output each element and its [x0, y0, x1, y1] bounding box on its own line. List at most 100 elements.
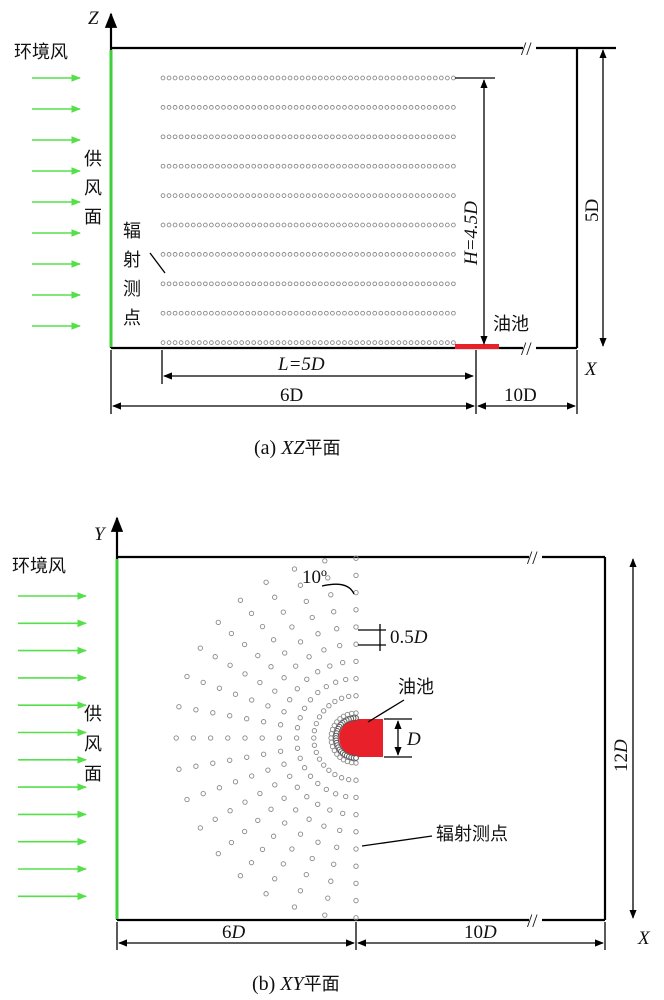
radiation-point — [313, 720, 319, 727]
radiation-point — [248, 610, 255, 617]
break-mark-top: // — [527, 548, 538, 569]
radiation-point — [330, 75, 335, 81]
radiation-point — [451, 105, 456, 110]
radiation-point — [330, 281, 335, 287]
break-mark-bottom: // — [527, 911, 538, 932]
radiation-point — [402, 134, 408, 140]
radiation-point — [251, 105, 257, 110]
radiation-point — [384, 281, 390, 287]
radiation-point — [366, 193, 372, 198]
radiation-point — [251, 252, 257, 257]
radiation-point — [277, 722, 284, 728]
axis-z-label: Z — [88, 8, 99, 29]
radiation-point — [287, 340, 293, 345]
radiation-point — [372, 75, 378, 81]
radiation-point — [451, 163, 456, 169]
radiation-point — [227, 662, 233, 668]
radiation-point — [378, 340, 384, 345]
radiation-point — [324, 340, 329, 345]
radiation-point — [160, 193, 166, 198]
radiation-point — [289, 624, 295, 630]
radiation-point — [166, 134, 172, 140]
radiation-point — [311, 75, 317, 81]
radiation-point — [287, 252, 293, 257]
radiation-point — [315, 631, 321, 637]
radiation-point — [184, 75, 190, 81]
radiation-point — [305, 222, 311, 228]
radiation-point — [305, 163, 311, 169]
radiation-point — [366, 340, 372, 345]
radiation-point — [366, 281, 372, 287]
radiation-point — [263, 281, 269, 287]
radiation-point — [330, 310, 335, 316]
radiation-point — [324, 310, 329, 316]
radiation-point — [378, 252, 384, 257]
radiation-point — [408, 222, 414, 228]
radiation-point — [299, 310, 305, 316]
radiation-label-4: 点 — [123, 308, 141, 329]
radiation-point — [257, 134, 263, 140]
radiation-point — [184, 134, 190, 140]
radiation-point — [233, 252, 238, 257]
radiation-point — [239, 75, 244, 81]
radiation-point — [178, 134, 184, 140]
radiation-point — [390, 134, 396, 140]
radiation-point — [402, 75, 408, 81]
radiation-point — [281, 310, 287, 316]
radiation-point — [340, 659, 346, 666]
radiation-point — [215, 252, 220, 257]
radiation-point — [342, 163, 347, 169]
radiation-point — [263, 252, 269, 257]
radiation-point — [326, 703, 332, 709]
radiation-point — [216, 785, 223, 791]
radiation-point — [237, 597, 244, 603]
radiation-point — [233, 340, 238, 345]
radiation-point — [215, 619, 221, 626]
radiation-point — [281, 709, 287, 715]
radiation-point — [297, 582, 304, 588]
radiation-point — [178, 163, 184, 169]
6d-dim-label: 6D — [222, 922, 246, 943]
radiation-point — [245, 252, 251, 257]
radiation-point — [451, 75, 456, 81]
radiation-point — [245, 105, 251, 110]
radiation-point — [336, 163, 341, 169]
radiation-point — [402, 340, 408, 345]
radiation-point — [293, 222, 299, 228]
radiation-point — [294, 725, 301, 731]
radiation-label-3: 测 — [123, 279, 141, 300]
radiation-point — [390, 222, 396, 228]
radiation-point — [287, 163, 293, 169]
radiation-point — [281, 795, 287, 801]
radiation-point — [353, 675, 359, 682]
radiation-point — [390, 193, 396, 198]
radiation-point — [372, 281, 378, 287]
radiation-point — [346, 693, 352, 700]
radiation-point — [408, 281, 414, 287]
radiation-point — [378, 281, 384, 287]
radiation-point — [257, 222, 263, 228]
radiation-point — [311, 193, 317, 198]
radiation-point — [166, 163, 172, 169]
radiation-point — [184, 281, 190, 287]
radiation-point — [304, 794, 310, 800]
radiation-point — [255, 652, 261, 659]
radiation-point — [337, 716, 343, 722]
radiation-point — [166, 252, 172, 257]
radiation-point — [209, 134, 214, 140]
radiation-point — [340, 810, 346, 817]
radiation-point — [330, 252, 335, 257]
axis-x-label: X — [584, 359, 598, 380]
radiation-point — [293, 75, 299, 81]
radiation-point — [193, 763, 199, 769]
radiation-point — [414, 193, 420, 198]
radiation-point — [221, 75, 226, 81]
radiation-point — [172, 222, 178, 228]
oil-pool-leader — [367, 699, 405, 723]
radiation-point — [263, 193, 269, 198]
radiation-point — [396, 105, 402, 110]
radiation-point — [282, 650, 288, 656]
radiation-point — [270, 637, 277, 643]
radiation-point — [251, 310, 257, 316]
radiation-point — [294, 784, 300, 790]
